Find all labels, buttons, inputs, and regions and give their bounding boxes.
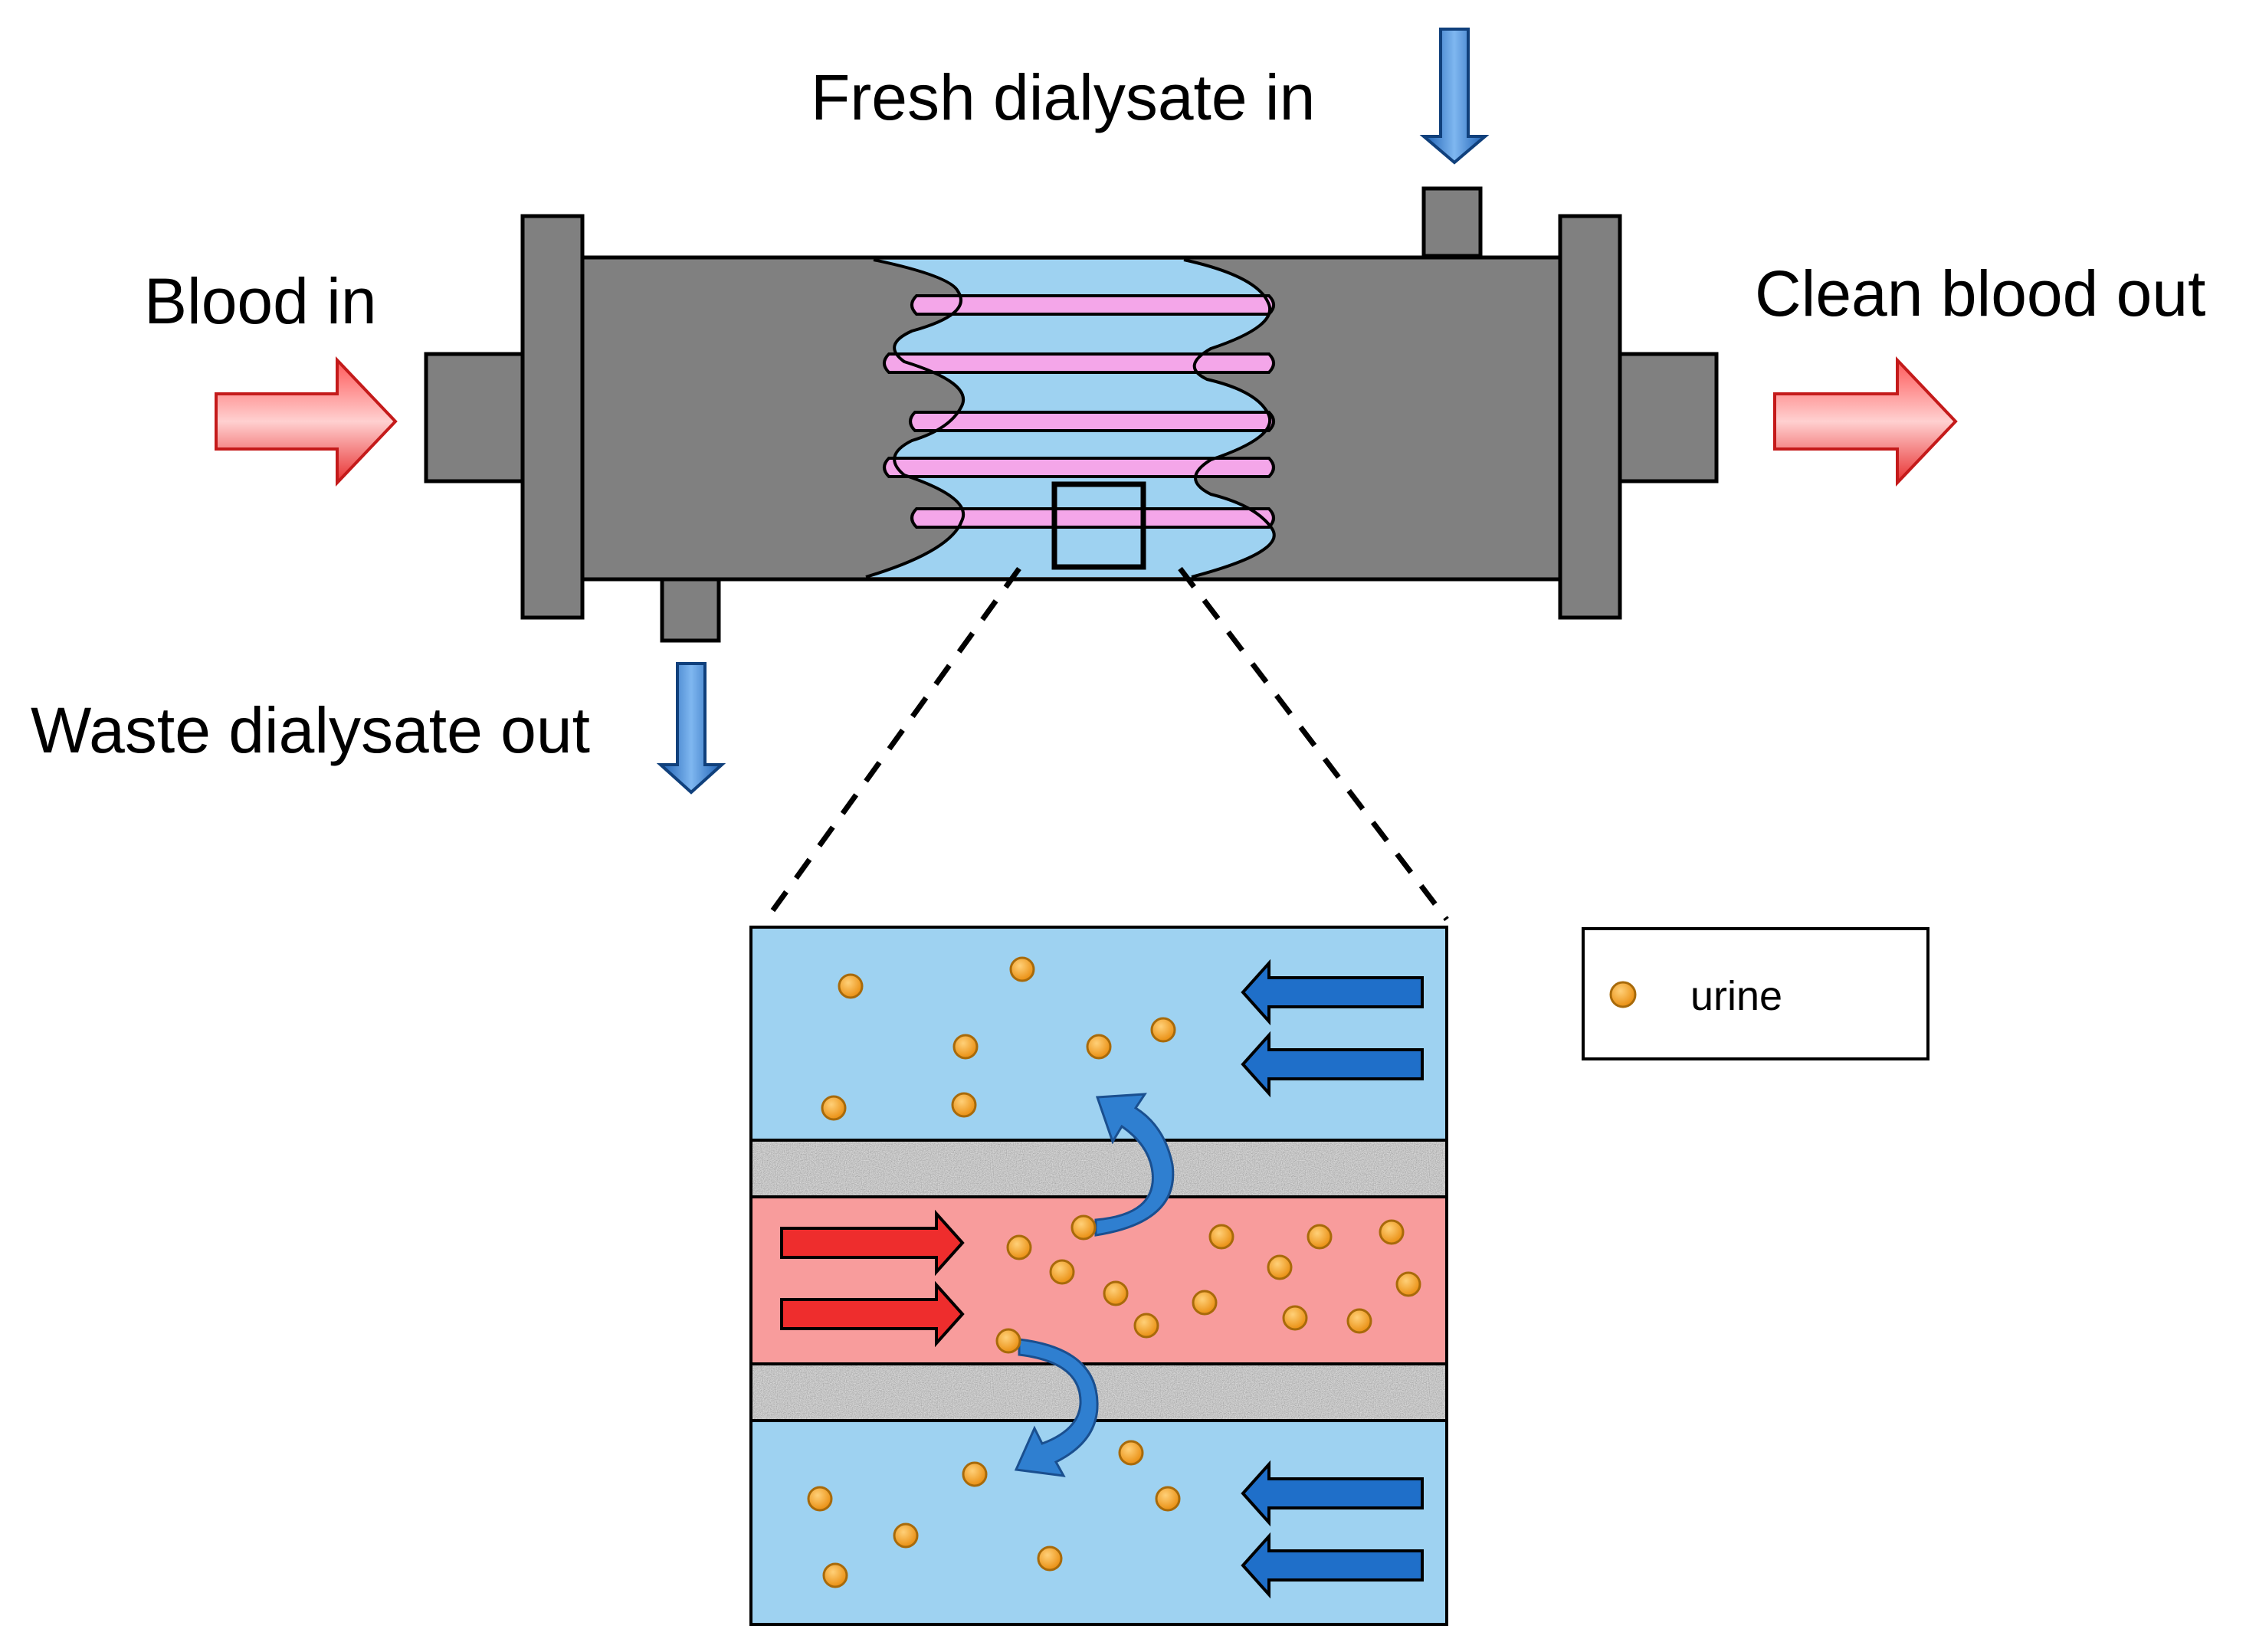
cutaway-left-edge	[865, 258, 965, 579]
membrane-top-texture	[751, 1140, 1447, 1197]
cutaway-window	[865, 258, 1276, 579]
dialysate-flow-arrow-icon	[1241, 1031, 1424, 1098]
blood-inlet-port	[424, 352, 526, 483]
blood-flow-arrow-icon	[780, 1280, 965, 1348]
zoom-line-left	[764, 566, 1021, 922]
section-blood-arrows	[780, 1209, 965, 1348]
dialysate-channel-top	[751, 927, 1447, 1140]
urine-particle	[951, 1092, 977, 1118]
waste-dialysate-out-arrow-icon	[656, 662, 726, 795]
cross-section-borders	[749, 926, 1448, 1626]
housing-right-cap	[1558, 214, 1622, 620]
urine-particle	[962, 1461, 988, 1487]
urine-particle	[1086, 1034, 1112, 1060]
diffusion-arrows	[1014, 1093, 1175, 1477]
hollow-fibers	[883, 294, 1275, 529]
hollow-fiber	[910, 294, 1275, 316]
label-waste-dialysate-out: Waste dialysate out	[31, 694, 590, 766]
hollow-fiber	[910, 507, 1275, 529]
urine-particle	[1267, 1254, 1293, 1280]
hollow-fiber	[883, 352, 1275, 374]
urine-particle	[1103, 1280, 1129, 1306]
urine-particle	[1049, 1259, 1075, 1285]
urine-particle	[1395, 1271, 1421, 1297]
urine-particle	[821, 1095, 847, 1121]
urine-particle	[1346, 1308, 1372, 1334]
dialysate-flow-arrow-icon	[1241, 1532, 1424, 1599]
housing-left-cap	[520, 214, 585, 620]
urine-particle	[1307, 1224, 1333, 1250]
hollow-fiber	[883, 457, 1275, 478]
label-blood-in: Blood in	[144, 265, 377, 337]
legend-urine-label: urine	[1690, 973, 1782, 1019]
urine-particles	[807, 956, 1421, 1588]
diffusion-arrow-up-icon	[1094, 1093, 1175, 1237]
urine-particle	[1037, 1545, 1063, 1572]
dialysate-channel-bottom	[751, 1421, 1447, 1624]
label-clean-blood-out: Clean blood out	[1755, 257, 2205, 329]
urine-particle	[1133, 1313, 1159, 1339]
clean-blood-out-arrow-icon	[1773, 356, 1958, 487]
urine-particle	[1150, 1017, 1176, 1043]
legend-urine-swatch-icon	[1609, 981, 1637, 1008]
urine-particle	[807, 1486, 833, 1512]
urine-particle	[1070, 1214, 1097, 1241]
dialysate-flow-arrow-icon	[1241, 1460, 1424, 1527]
dialysate-outlet-port	[660, 577, 721, 643]
urine-particle	[952, 1034, 979, 1060]
cutaway-right-edge	[1183, 258, 1276, 579]
legend: urine	[1582, 927, 1929, 1060]
hollow-fiber	[909, 411, 1275, 432]
urine-particle	[893, 1523, 919, 1549]
section-dialysate-arrows	[1241, 959, 1424, 1599]
urine-particle	[1009, 956, 1035, 982]
urine-particle	[1118, 1440, 1144, 1466]
urine-particle	[1282, 1305, 1308, 1331]
urine-particle	[1208, 1224, 1234, 1250]
dialysate-inlet-port	[1421, 186, 1483, 258]
urine-particle	[822, 1562, 848, 1588]
zoomed-cross-section	[751, 927, 1447, 1624]
urine-particle	[1379, 1219, 1405, 1245]
blood-outlet-port	[1616, 352, 1719, 483]
zoom-marker	[1051, 481, 1146, 570]
zoom-line-right	[1178, 566, 1449, 922]
blood-in-arrow-icon	[215, 356, 398, 487]
urine-particle	[1155, 1486, 1181, 1512]
urine-particle	[995, 1328, 1021, 1354]
urine-particle	[838, 973, 864, 999]
diffusion-arrow-down-icon	[1014, 1338, 1099, 1477]
urine-particle	[1006, 1234, 1032, 1260]
blood-flow-arrow-icon	[780, 1209, 965, 1277]
label-fresh-dialysate-in: Fresh dialysate in	[811, 61, 1315, 133]
legend-box	[1582, 927, 1929, 1060]
fresh-dialysate-in-arrow-icon	[1419, 28, 1490, 165]
dialysate-flow-arrow-icon	[1241, 959, 1424, 1026]
urine-particle	[1192, 1290, 1218, 1316]
membrane-bottom-texture	[751, 1364, 1447, 1421]
